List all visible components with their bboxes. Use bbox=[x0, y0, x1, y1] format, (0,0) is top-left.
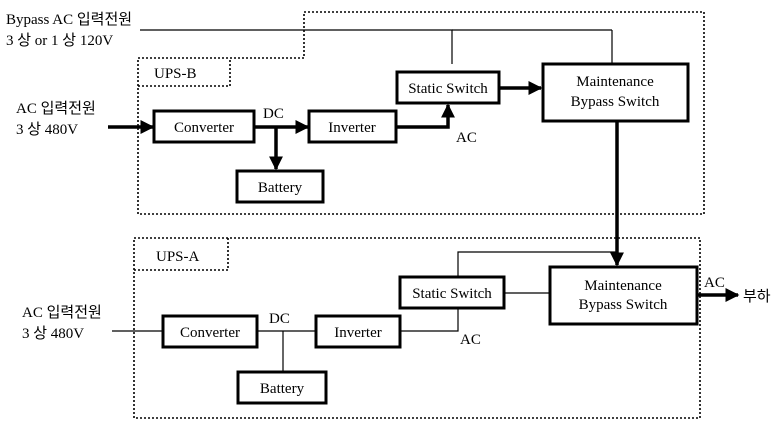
ups-a-battery-box bbox=[236, 370, 328, 405]
ups-b-battery-label: Battery bbox=[258, 180, 303, 196]
ups-a-boundary bbox=[133, 237, 701, 419]
ups-a-dc-label: DC bbox=[269, 311, 290, 327]
ups-a-title-tab bbox=[134, 238, 229, 271]
ups-a-static-switch-box bbox=[398, 275, 506, 310]
ups-b-ac-input-line1: AC 입력전원 bbox=[16, 100, 96, 117]
ups-a-converter-box bbox=[161, 314, 259, 349]
ups-a-output-ac-label: AC bbox=[704, 275, 725, 291]
ups-a-group: UPS-A AC 입력전원 3 상 480V Converter DC Inve… bbox=[22, 237, 771, 419]
ups-b-inverter-box bbox=[307, 109, 398, 144]
bypass-input-line2: 3 상 or 1 상 120V bbox=[6, 32, 113, 49]
bypass-input-line1: Bypass AC 입력전원 bbox=[6, 11, 132, 28]
ups-b-mbs-line1: Maintenance bbox=[576, 74, 654, 90]
ups-a-ac-wire bbox=[400, 308, 459, 332]
ups-b-static-switch-label: Static Switch bbox=[408, 81, 488, 97]
ups-b-title: UPS-B bbox=[154, 66, 197, 82]
ups-b-title-tab bbox=[138, 58, 231, 87]
ups-a-ac-input-line1: AC 입력전원 bbox=[22, 304, 102, 321]
ups-b-mbs-box bbox=[541, 62, 690, 123]
bypass-input-wire bbox=[140, 29, 453, 64]
ups-b-group: UPS-B Bypass AC 입력전원 3 상 or 1 상 120V AC … bbox=[6, 11, 705, 267]
ups-a-mbs-line2: Bypass Switch bbox=[579, 297, 668, 313]
ups-a-title: UPS-A bbox=[156, 249, 200, 265]
ups-a-bypass-wire bbox=[457, 251, 617, 277]
ups-a-ac-label: AC bbox=[460, 332, 481, 348]
ups-b-inverter-label: Inverter bbox=[328, 120, 375, 136]
ups-a-ac-input-line2: 3 상 480V bbox=[22, 325, 84, 342]
ups-b-ac-label: AC bbox=[456, 130, 477, 146]
ups-b-mbs-line2: Bypass Switch bbox=[571, 94, 660, 110]
ups-b-converter-box bbox=[152, 109, 256, 144]
ups-b-dc-label: DC bbox=[263, 106, 284, 122]
ups-b-boundary bbox=[137, 11, 705, 215]
ups-b-converter-label: Converter bbox=[174, 120, 234, 136]
ups-b-battery-box bbox=[235, 169, 325, 204]
ups-a-static-switch-label: Static Switch bbox=[412, 286, 492, 302]
ups-a-converter-label: Converter bbox=[180, 325, 240, 341]
ups-b-ac-input-line2: 3 상 480V bbox=[16, 121, 78, 138]
ups-b-ac-wire bbox=[396, 103, 455, 129]
ups-a-inverter-label: Inverter bbox=[334, 325, 381, 341]
ups-a-mbs-line1: Maintenance bbox=[584, 278, 662, 294]
ups-a-battery-label: Battery bbox=[260, 381, 305, 397]
ups-a-load-label: 부하 bbox=[743, 288, 771, 305]
ups-a-mbs-box bbox=[548, 265, 699, 326]
